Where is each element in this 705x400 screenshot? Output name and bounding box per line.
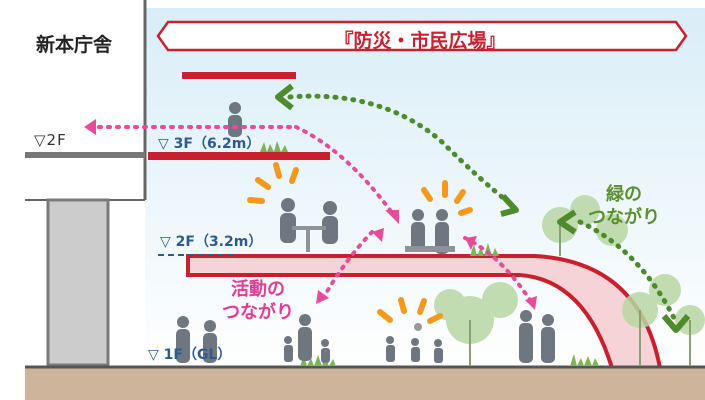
green-connection-line2: つながり xyxy=(588,207,660,228)
roof-slab xyxy=(182,72,296,79)
activity-connection-label: 活動の つながり xyxy=(222,278,294,324)
new-city-hall-building xyxy=(25,0,147,367)
grass xyxy=(260,141,599,366)
activity-burst-icon xyxy=(247,162,473,324)
plaza-title: 『防災・市民広場』 xyxy=(334,30,506,52)
plaza-title-band xyxy=(156,20,688,52)
building-name: 新本庁舎 xyxy=(36,34,113,56)
activity-connection-line1: 活動の xyxy=(231,279,285,300)
activity-connection-line2: つながり xyxy=(222,302,294,323)
floor-1f-label: ▽ 1F（GL） xyxy=(148,347,232,363)
ground xyxy=(25,366,705,400)
arrow-icon xyxy=(275,83,691,333)
arrow-icon xyxy=(84,119,537,310)
green-connection-line1: 緑の xyxy=(606,184,642,205)
green-connection-path xyxy=(287,93,678,323)
building-2f-slab xyxy=(25,152,145,158)
floor-2f-level-line xyxy=(158,254,234,256)
building-2f-label: ▽2F xyxy=(34,131,67,149)
table-and-chairs xyxy=(292,226,455,252)
plaza-3f-slab xyxy=(148,152,330,160)
floor-2f-label: ▽ 2F（3.2m） xyxy=(160,234,263,250)
green-connection-label: 緑の つながり xyxy=(588,183,660,229)
floor-3f-label: ▽ 3F（6.2m） xyxy=(158,136,261,152)
